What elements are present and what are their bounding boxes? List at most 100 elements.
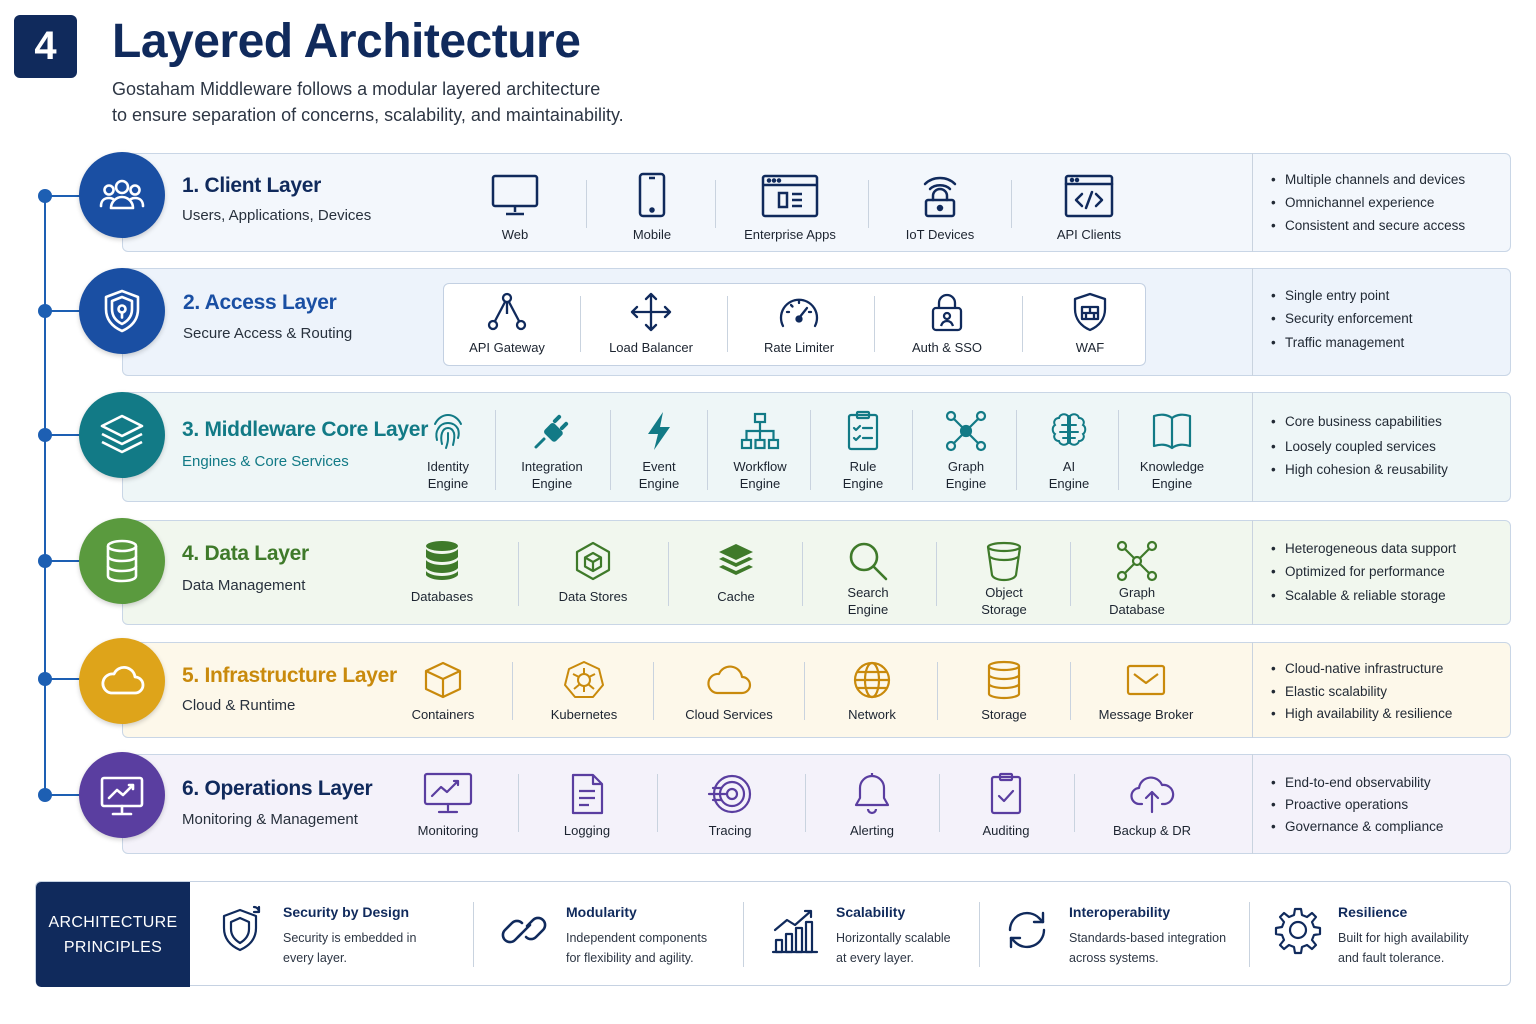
code-window-icon [1064,174,1114,218]
desc-line-1: Independent components [566,931,708,945]
principle-interoperability: Interoperability Standards-based integra… [1002,882,1272,987]
label-line-1: Graph [947,459,985,474]
timeline-tick-5 [46,678,86,680]
globe-icon [853,661,891,699]
infra-layer-bullets: Cloud-native infrastructure Elastic scal… [1252,642,1510,738]
label-line-2: Engine [638,476,680,491]
client-layer-subtitle: Users, Applications, Devices [182,207,372,224]
core-layer-subtitle: Engines & Core Services [182,453,349,470]
separator [937,662,938,720]
principle-title: Resilience [1338,904,1408,920]
desc-line-2: for flexibility and agility. [566,951,694,965]
separator [1070,542,1071,606]
ops-layer-bullets: End-to-end observability Proactive opera… [1252,754,1510,854]
infra-item-storage: Storage [964,660,1044,722]
envelope-icon [1126,664,1166,696]
desc-line-2: and fault tolerance. [1338,951,1445,965]
data-layer-subtitle: Data Management [182,577,306,594]
ops-item-logging-label: Logging [563,823,611,838]
principles-label-line-1: ARCHITECTURE [48,913,178,931]
infra-item-message-broker-label: Message Broker [1098,707,1194,722]
client-layer-bullets: Multiple channels and devices Omnichanne… [1252,153,1510,252]
separator [518,542,519,606]
separator [1249,902,1250,967]
section-number-badge: 4 [14,15,77,78]
monitor-chart-icon [423,772,473,814]
client-layer-users-icon [79,152,165,238]
label-line-1: Rule [849,459,877,474]
label-line-1: Object [985,585,1023,600]
cube-icon [575,541,611,581]
separator [1022,296,1023,352]
client-item-web-label: Web [501,227,529,242]
timeline-tick-3 [46,434,86,436]
timeline-tick-4 [46,560,86,562]
access-layer-title: 2. Access Layer [183,291,337,314]
arrows-icon [630,292,672,332]
bullet-item: Core business capabilities [1271,414,1442,429]
client-item-enterprise-apps: Enterprise Apps [744,172,836,242]
timeline-dot-3 [38,428,52,442]
separator [1011,180,1012,228]
ops-item-backup-dr-label: Backup & DR [1112,823,1192,838]
infra-item-cloud-services: Cloud Services [685,660,773,722]
separator [653,662,654,720]
bullet-item: Governance & compliance [1271,819,1443,834]
access-item-auth-sso-label: Auth & SSO [911,340,983,355]
subtitle-line-2: to ensure separation of concerns, scalab… [112,105,624,125]
label-line-1: Search [847,585,889,600]
timeline-dot-5 [38,672,52,686]
infra-item-kubernetes-label: Kubernetes [550,707,618,722]
fingerprint-icon [434,413,462,449]
iot-lock-icon [923,176,957,218]
label-line-1: Event [642,459,676,474]
bullet-item: Multiple channels and devices [1271,172,1465,187]
client-item-api-clients-label: API Clients [1056,227,1122,242]
lock-user-icon [931,293,963,332]
separator [802,542,803,606]
label-line-1: AI [1062,459,1076,474]
label-line-1: Integration [521,459,583,474]
separator [473,902,474,967]
timeline-tick-6 [46,794,86,796]
separator [979,902,980,967]
infra-item-kubernetes: Kubernetes [544,660,624,722]
growth-chart-icon [771,909,819,954]
bullet-item: Traffic management [1271,335,1404,350]
infra-item-containers-label: Containers [411,707,475,722]
separator [868,180,869,228]
client-item-mobile-label: Mobile [632,227,672,242]
storage-icon [987,660,1021,700]
shield-refresh-icon [222,905,261,952]
book-icon [1152,413,1192,450]
separator [939,774,940,832]
data-item-cache-label: Cache [717,588,755,605]
core-layer-bullets: Core business capabilities Loosely coupl… [1252,392,1510,502]
data-layer-database-icon [79,518,165,604]
principles-label-line-2: PRINCIPLES [63,938,163,956]
access-item-load-balancer: Load Balancer [609,292,693,355]
access-layer-shield-icon [79,268,165,354]
client-layer-title: 1. Client Layer [182,174,322,197]
separator [495,410,496,490]
bullet-item: Optimized for performance [1271,564,1445,579]
ops-item-alerting-label: Alerting [849,823,895,838]
separator [707,410,708,490]
separator [805,774,806,832]
graph-db-icon [1116,540,1158,582]
bullet-item: Loosely coupled services [1271,439,1436,454]
separator [1070,662,1071,720]
bullet-item: Elastic scalability [1271,684,1387,699]
graph-icon [945,410,987,452]
separator [657,774,658,832]
label-line-1: Data Stores [558,589,628,604]
